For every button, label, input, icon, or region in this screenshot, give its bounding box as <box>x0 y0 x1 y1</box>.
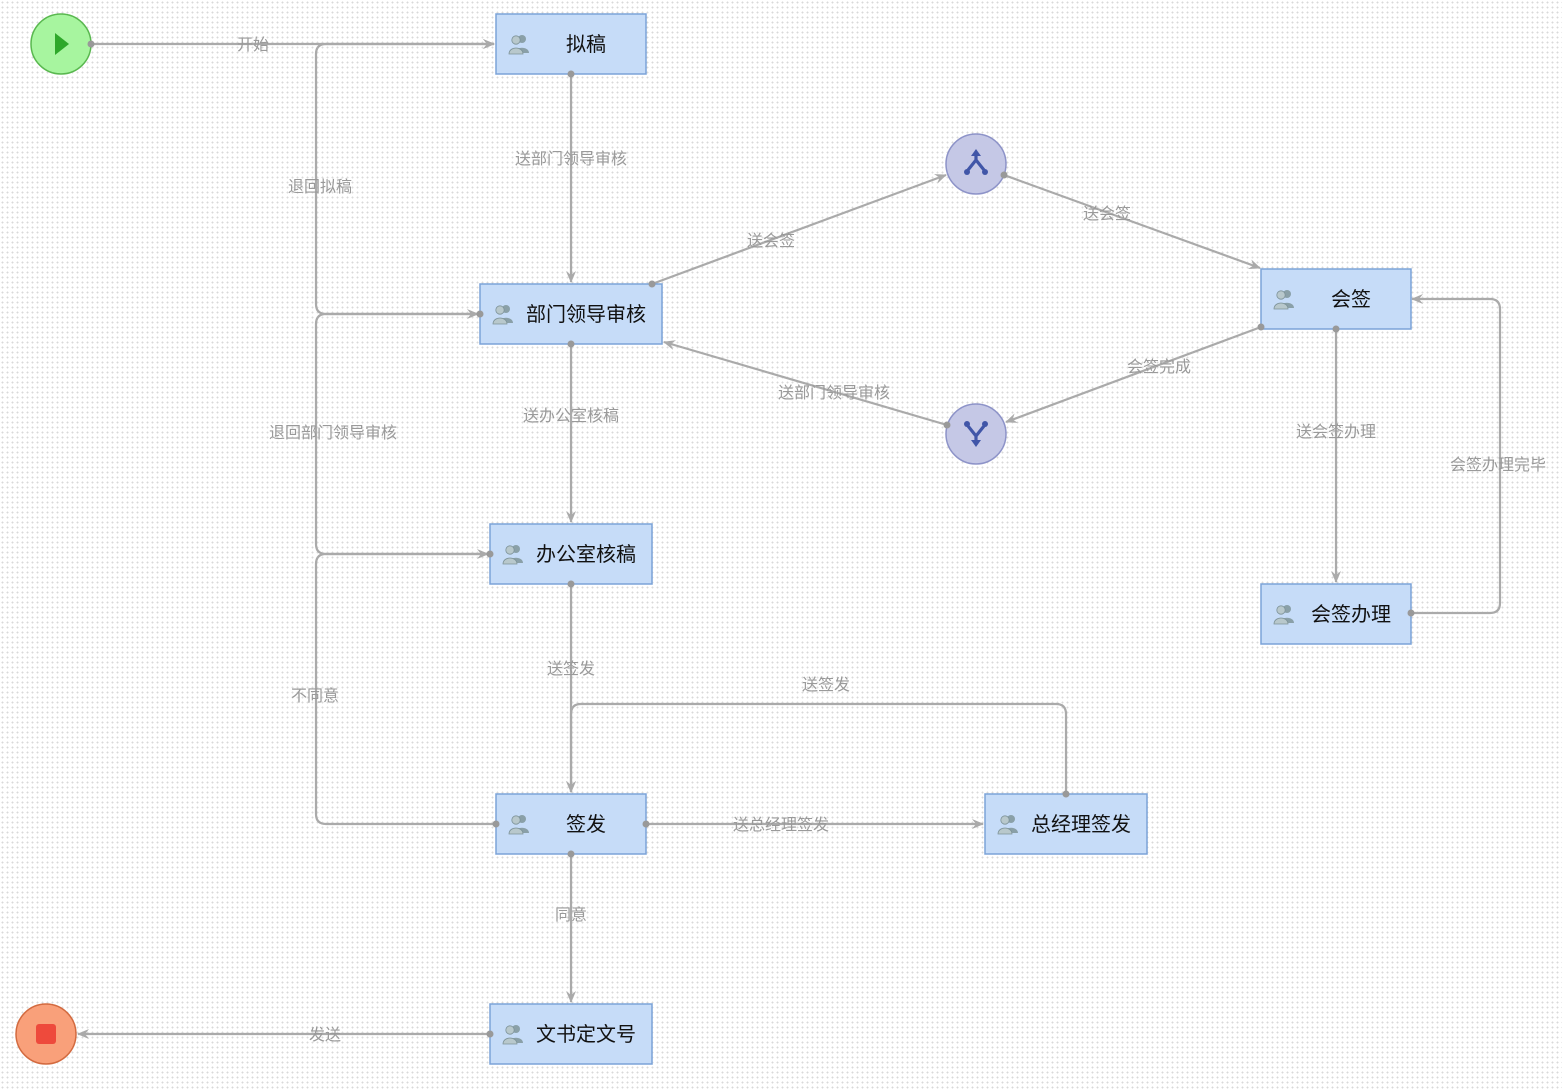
edge-label-dept-to-split: 送会签 <box>747 231 795 250</box>
edge-label-agree: 同意 <box>555 905 587 924</box>
port <box>486 550 494 558</box>
port <box>1062 790 1070 798</box>
start-event[interactable] <box>30 13 95 75</box>
edge-label-return-dept: 退回部门领导审核 <box>269 423 397 442</box>
port <box>648 280 656 288</box>
stop-icon <box>36 1024 56 1044</box>
port <box>1000 171 1008 179</box>
task-countersign-handle[interactable]: 会签办理 <box>1260 583 1415 645</box>
edge-label-countersign-done: 会签完成 <box>1127 357 1191 376</box>
port <box>642 820 650 828</box>
task-label: 部门领导审核 <box>526 302 646 326</box>
task-dept-review[interactable]: 部门领导审核 <box>476 280 663 348</box>
split-circle[interactable] <box>945 133 1007 195</box>
port <box>1257 323 1265 331</box>
edge-countersign-to-join[interactable] <box>1005 325 1262 424</box>
port <box>492 820 500 828</box>
port <box>87 40 95 48</box>
edge-label-dept-to-office: 送办公室核稿 <box>523 406 619 425</box>
port <box>476 310 484 318</box>
task-box[interactable] <box>489 523 653 585</box>
join-gateway[interactable] <box>943 403 1007 465</box>
edge-label-start: 开始 <box>237 35 269 54</box>
edge-dept-to-split[interactable] <box>651 173 947 286</box>
split-gateway[interactable] <box>945 133 1008 195</box>
task-box[interactable] <box>495 793 647 855</box>
task-label: 拟稿 <box>566 32 606 56</box>
port <box>1332 325 1340 333</box>
edge-label-issue-to-gm: 送总经理签发 <box>733 815 829 834</box>
edges <box>77 39 1502 1039</box>
edge-label-draft-to-dept: 送部门领导审核 <box>515 149 627 168</box>
task-label: 会签办理 <box>1311 602 1391 626</box>
end-event[interactable] <box>15 1003 77 1065</box>
task-label: 会签 <box>1331 287 1371 311</box>
fork-icon <box>964 149 988 175</box>
task-doc-number[interactable]: 文书定文号 <box>486 1003 653 1065</box>
port <box>567 580 575 588</box>
edge-label-office-to-issue: 送签发 <box>547 659 595 678</box>
task-gm-issue[interactable]: 总经理签发 <box>984 790 1148 855</box>
task-countersign[interactable]: 会签 <box>1257 268 1412 333</box>
task-box[interactable] <box>1260 268 1412 330</box>
edge-disagree[interactable] <box>314 549 496 826</box>
port <box>567 850 575 858</box>
port <box>567 340 575 348</box>
task-label: 办公室核稿 <box>536 542 636 566</box>
port <box>486 1030 494 1038</box>
edge-gm-to-issue[interactable] <box>566 702 1068 794</box>
merge-icon <box>964 421 988 447</box>
edge-label-countersign-to-handle: 送会签办理 <box>1296 422 1376 441</box>
port <box>943 421 951 429</box>
edge-label-disagree: 不同意 <box>291 686 339 705</box>
edge-handle-to-countersign[interactable] <box>1411 294 1502 615</box>
task-label: 总经理签发 <box>1031 812 1131 836</box>
task-box[interactable] <box>479 283 663 345</box>
port <box>567 70 575 78</box>
edge-label-handle-done: 会签办理完毕 <box>1450 455 1546 474</box>
edge-label-return-draft: 退回拟稿 <box>288 177 352 196</box>
edge-labels: 开始 退回拟稿 送部门领导审核 送会签 送会签 会签完成 送部门领导审核 送会签… <box>237 35 1546 1044</box>
task-box[interactable] <box>489 1003 653 1065</box>
edge-label-join-to-dept: 送部门领导审核 <box>778 383 890 402</box>
task-issue[interactable]: 签发 <box>492 793 650 858</box>
edge-join-to-dept[interactable] <box>663 340 948 427</box>
edge-split-to-countersign[interactable] <box>1003 173 1261 270</box>
task-draft[interactable]: 拟稿 <box>495 13 647 78</box>
port <box>1407 609 1415 617</box>
task-label: 文书定文号 <box>536 1022 636 1046</box>
task-label: 签发 <box>566 812 606 836</box>
edge-label-split-to-countersign: 送会签 <box>1083 204 1131 223</box>
task-box[interactable] <box>1260 583 1412 645</box>
edge-label-send: 发送 <box>309 1025 341 1044</box>
play-icon <box>55 33 69 55</box>
task-box[interactable] <box>984 793 1148 855</box>
task-office-review[interactable]: 办公室核稿 <box>486 523 653 588</box>
edge-label-gm-to-issue: 送签发 <box>802 675 850 694</box>
